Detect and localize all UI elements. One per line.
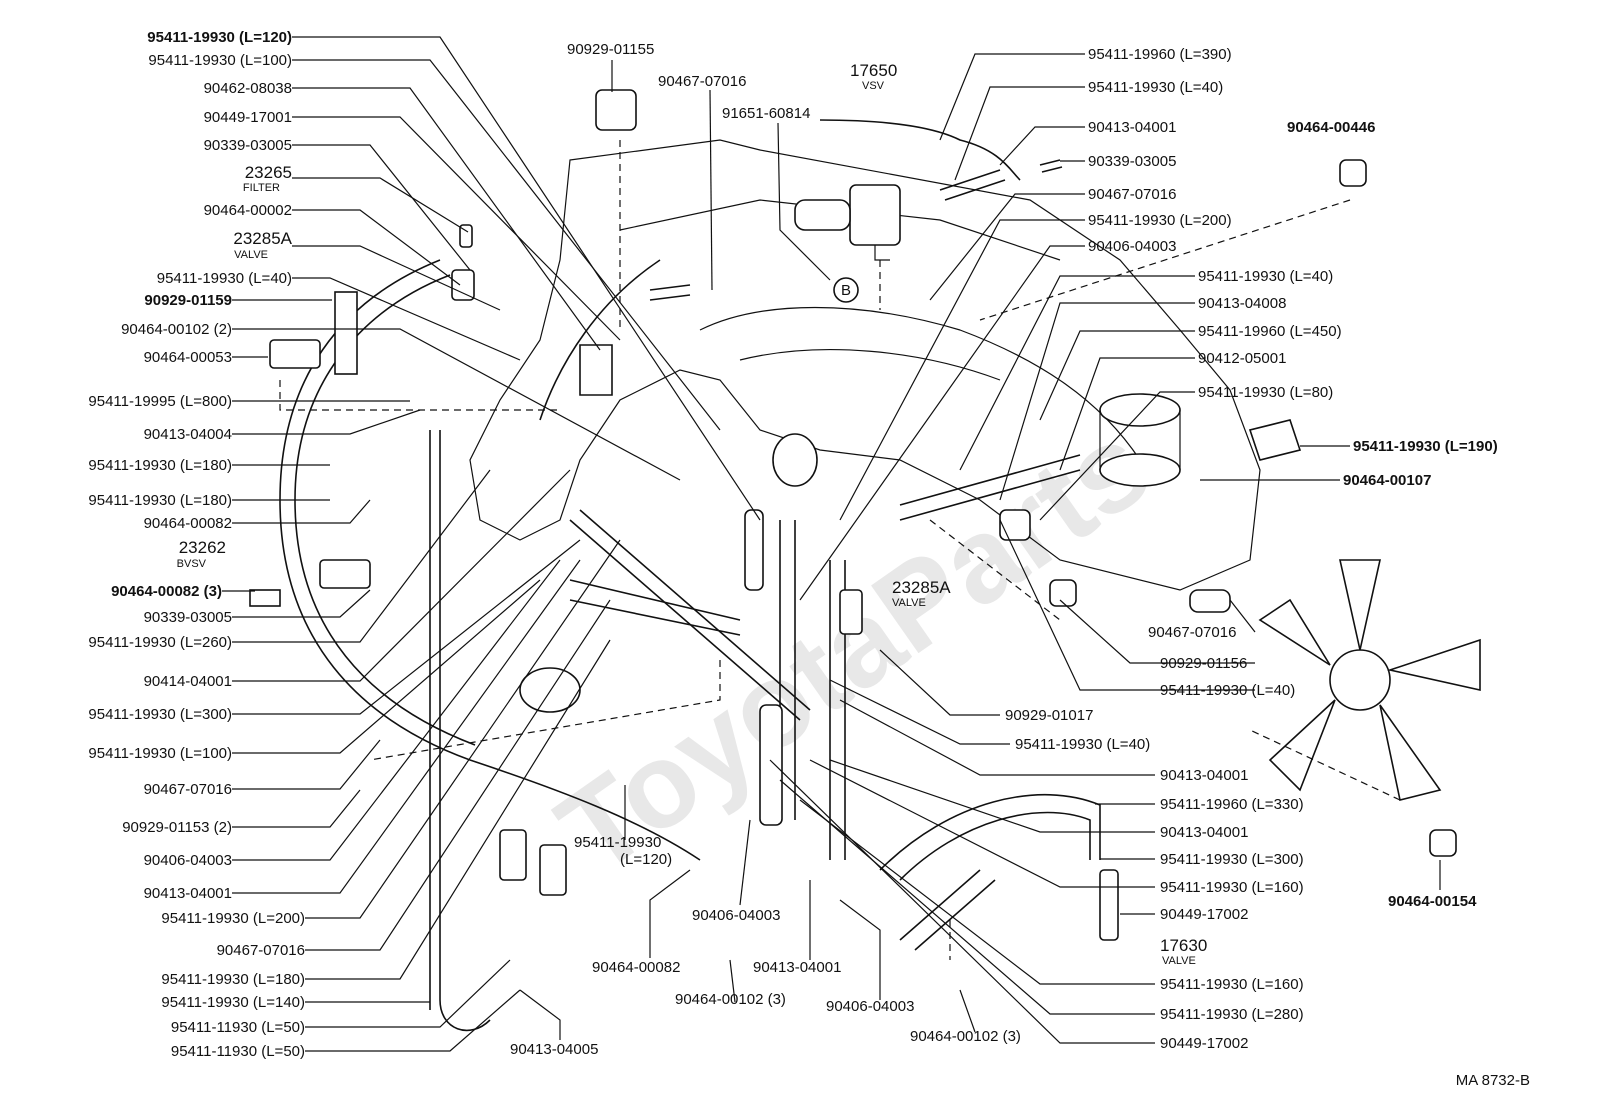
part-23285a-name: VALVE bbox=[234, 249, 268, 261]
label-90467-07016: 90467-07016 bbox=[144, 781, 232, 798]
part-23285a-right-number: 23285A bbox=[892, 578, 951, 597]
labels-bottom: 95411-19930 (L=120) 90406-04003 90464-00… bbox=[510, 834, 1021, 1058]
label-95411-19930-l300: 95411-19930 (L=300) bbox=[88, 706, 232, 723]
part-17630-number: 17630 bbox=[1160, 936, 1207, 955]
label-95411-19930-l100: 95411-19930 (L=100) bbox=[88, 745, 232, 762]
label-95411-19930-l40: 95411-19930 (L=40) bbox=[1198, 268, 1333, 285]
label-90413-04001: 90413-04001 bbox=[1160, 824, 1248, 841]
label-95411-11930-l50: 95411-11930 (L=50) bbox=[171, 1043, 305, 1060]
label-90413-04008: 90413-04008 bbox=[1198, 295, 1286, 312]
callout-b-circle bbox=[833, 277, 859, 303]
label-95411-19930-l40: 95411-19930 (L=40) bbox=[1088, 79, 1223, 96]
label-90929-01017: 90929-01017 bbox=[1005, 707, 1093, 724]
label-90449-17002: 90449-17002 bbox=[1160, 1035, 1248, 1052]
vsv-17650 bbox=[794, 184, 901, 261]
label-95411-19930-l40: 95411-19930 (L=40) bbox=[157, 270, 292, 287]
watermark: ToyotaParts bbox=[535, 397, 1173, 899]
part-23262-name: BVSV bbox=[177, 558, 207, 570]
label-90412-05001: 90412-05001 bbox=[1198, 350, 1286, 367]
label-95411-19930-l100: 95411-19930 (L=100) bbox=[148, 52, 292, 69]
label-95411-19930-l160: 95411-19930 (L=160) bbox=[1160, 879, 1304, 896]
label-95411-19930-l180: 95411-19930 (L=180) bbox=[88, 457, 232, 474]
part-23285a-right-name: VALVE bbox=[892, 597, 926, 609]
label-95411-19930-l80: 95411-19930 (L=80) bbox=[1198, 384, 1333, 401]
label-90414-04001: 90414-04001 bbox=[144, 673, 232, 690]
label-95411-19930-l190: 95411-19930 (L=190) bbox=[1353, 438, 1498, 455]
label-95411-19960-l450: 95411-19960 (L=450) bbox=[1198, 323, 1342, 340]
label-90406-04003: 90406-04003 bbox=[826, 998, 914, 1015]
label-90413-04004: 90413-04004 bbox=[144, 426, 232, 443]
label-95411-19930-l300: 95411-19930 (L=300) bbox=[1160, 851, 1304, 868]
label-90413-04001: 90413-04001 bbox=[1160, 767, 1248, 784]
label-95411-19930-l40: 95411-19930 (L=40) bbox=[1160, 682, 1295, 699]
label-90339-03005: 90339-03005 bbox=[144, 609, 232, 626]
label-90464-00002: 90464-00002 bbox=[204, 202, 292, 219]
label-95411-11930-l50: 95411-11930 (L=50) bbox=[171, 1019, 305, 1036]
label-90467-07016: 90467-07016 bbox=[217, 942, 305, 959]
label-95411-19930-l200: 95411-19930 (L=200) bbox=[161, 910, 305, 927]
label-90339-03005: 90339-03005 bbox=[204, 137, 292, 154]
part-23262-number: 23262 bbox=[179, 538, 226, 557]
label-90406-04003: 90406-04003 bbox=[692, 907, 780, 924]
label-l120: (L=120) bbox=[620, 851, 672, 868]
label-90339-03005: 90339-03005 bbox=[1088, 153, 1176, 170]
label-90464-00154: 90464-00154 bbox=[1388, 893, 1477, 910]
label-90464-00053: 90464-00053 bbox=[144, 349, 232, 366]
part-17650-number: 17650 bbox=[850, 61, 897, 80]
label-90464-00102-3: 90464-00102 (3) bbox=[910, 1028, 1021, 1045]
label-95411-19930-l180: 95411-19930 (L=180) bbox=[88, 492, 232, 509]
label-90467-07016: 90467-07016 bbox=[1148, 624, 1236, 641]
engine-drawing: B bbox=[249, 89, 1481, 1032]
label-90413-04001: 90413-04001 bbox=[144, 885, 232, 902]
label-90406-04003: 90406-04003 bbox=[144, 852, 232, 869]
label-90464-00082: 90464-00082 bbox=[592, 959, 680, 976]
label-90467-07016-top: 90467-07016 bbox=[658, 73, 746, 90]
label-95411-19930-l180: 95411-19930 (L=180) bbox=[161, 971, 305, 988]
label-95411-19930-l120: 95411-19930 (L=120) bbox=[147, 29, 292, 46]
label-90929-01156: 90929-01156 bbox=[1160, 655, 1247, 672]
label-90462-08038: 90462-08038 bbox=[204, 80, 292, 97]
label-90464-00082-3: 90464-00082 (3) bbox=[111, 583, 222, 600]
label-95411-19930: 95411-19930 bbox=[574, 834, 661, 851]
label-90464-00082: 90464-00082 bbox=[144, 515, 232, 532]
diagram-code: MA 8732-B bbox=[1456, 1072, 1530, 1089]
label-90467-07016: 90467-07016 bbox=[1088, 186, 1176, 203]
label-90406-04003: 90406-04003 bbox=[1088, 238, 1176, 255]
label-90929-01159: 90929-01159 bbox=[144, 292, 232, 309]
part-23265-name: FILTER bbox=[243, 182, 280, 194]
label-95411-19930-l260: 95411-19930 (L=260) bbox=[88, 634, 232, 651]
label-95411-19995-l800: 95411-19995 (L=800) bbox=[88, 393, 232, 410]
labels-left: 95411-19930 (L=120) 95411-19930 (L=100) … bbox=[88, 29, 305, 1060]
label-90449-17001: 90449-17001 bbox=[204, 109, 292, 126]
label-95411-19930-l160: 95411-19930 (L=160) bbox=[1160, 976, 1304, 993]
label-95411-19930-l200: 95411-19930 (L=200) bbox=[1088, 212, 1232, 229]
part-23285a-number: 23285A bbox=[233, 229, 292, 248]
label-90464-00107: 90464-00107 bbox=[1343, 472, 1431, 489]
part-23265-number: 23265 bbox=[245, 163, 292, 182]
part-17630-name: VALVE bbox=[1162, 955, 1196, 967]
label-90413-04001: 90413-04001 bbox=[753, 959, 841, 976]
label-95411-19960-l390: 95411-19960 (L=390) bbox=[1088, 46, 1232, 63]
label-90464-00446: 90464-00446 bbox=[1287, 119, 1375, 136]
label-91651-60814: 91651-60814 bbox=[722, 105, 810, 122]
label-90449-17002: 90449-17002 bbox=[1160, 906, 1248, 923]
fan bbox=[1258, 559, 1481, 801]
label-90929-01155: 90929-01155 bbox=[567, 41, 654, 58]
label-90413-04005: 90413-04005 bbox=[510, 1041, 598, 1058]
callout-b: B bbox=[841, 282, 851, 299]
label-95411-19930-l280: 95411-19930 (L=280) bbox=[1160, 1006, 1304, 1023]
part-17650-name: VSV bbox=[862, 80, 885, 92]
label-90929-01153-2: 90929-01153 (2) bbox=[122, 819, 232, 836]
labels-top: 90929-01155 90467-07016 91651-60814 1765… bbox=[567, 41, 897, 122]
label-95411-19960-l330: 95411-19960 (L=330) bbox=[1160, 796, 1304, 813]
labels-right: 95411-19960 (L=390) 95411-19930 (L=40) 9… bbox=[892, 46, 1498, 1052]
label-95411-19930-l140: 95411-19930 (L=140) bbox=[161, 994, 305, 1011]
label-90464-00102-2: 90464-00102 (2) bbox=[121, 321, 232, 338]
label-90464-00102-3: 90464-00102 (3) bbox=[675, 991, 786, 1008]
label-95411-19930-l40: 95411-19930 (L=40) bbox=[1015, 736, 1150, 753]
leader-lines bbox=[222, 36, 1441, 1052]
label-90413-04001: 90413-04001 bbox=[1088, 119, 1176, 136]
